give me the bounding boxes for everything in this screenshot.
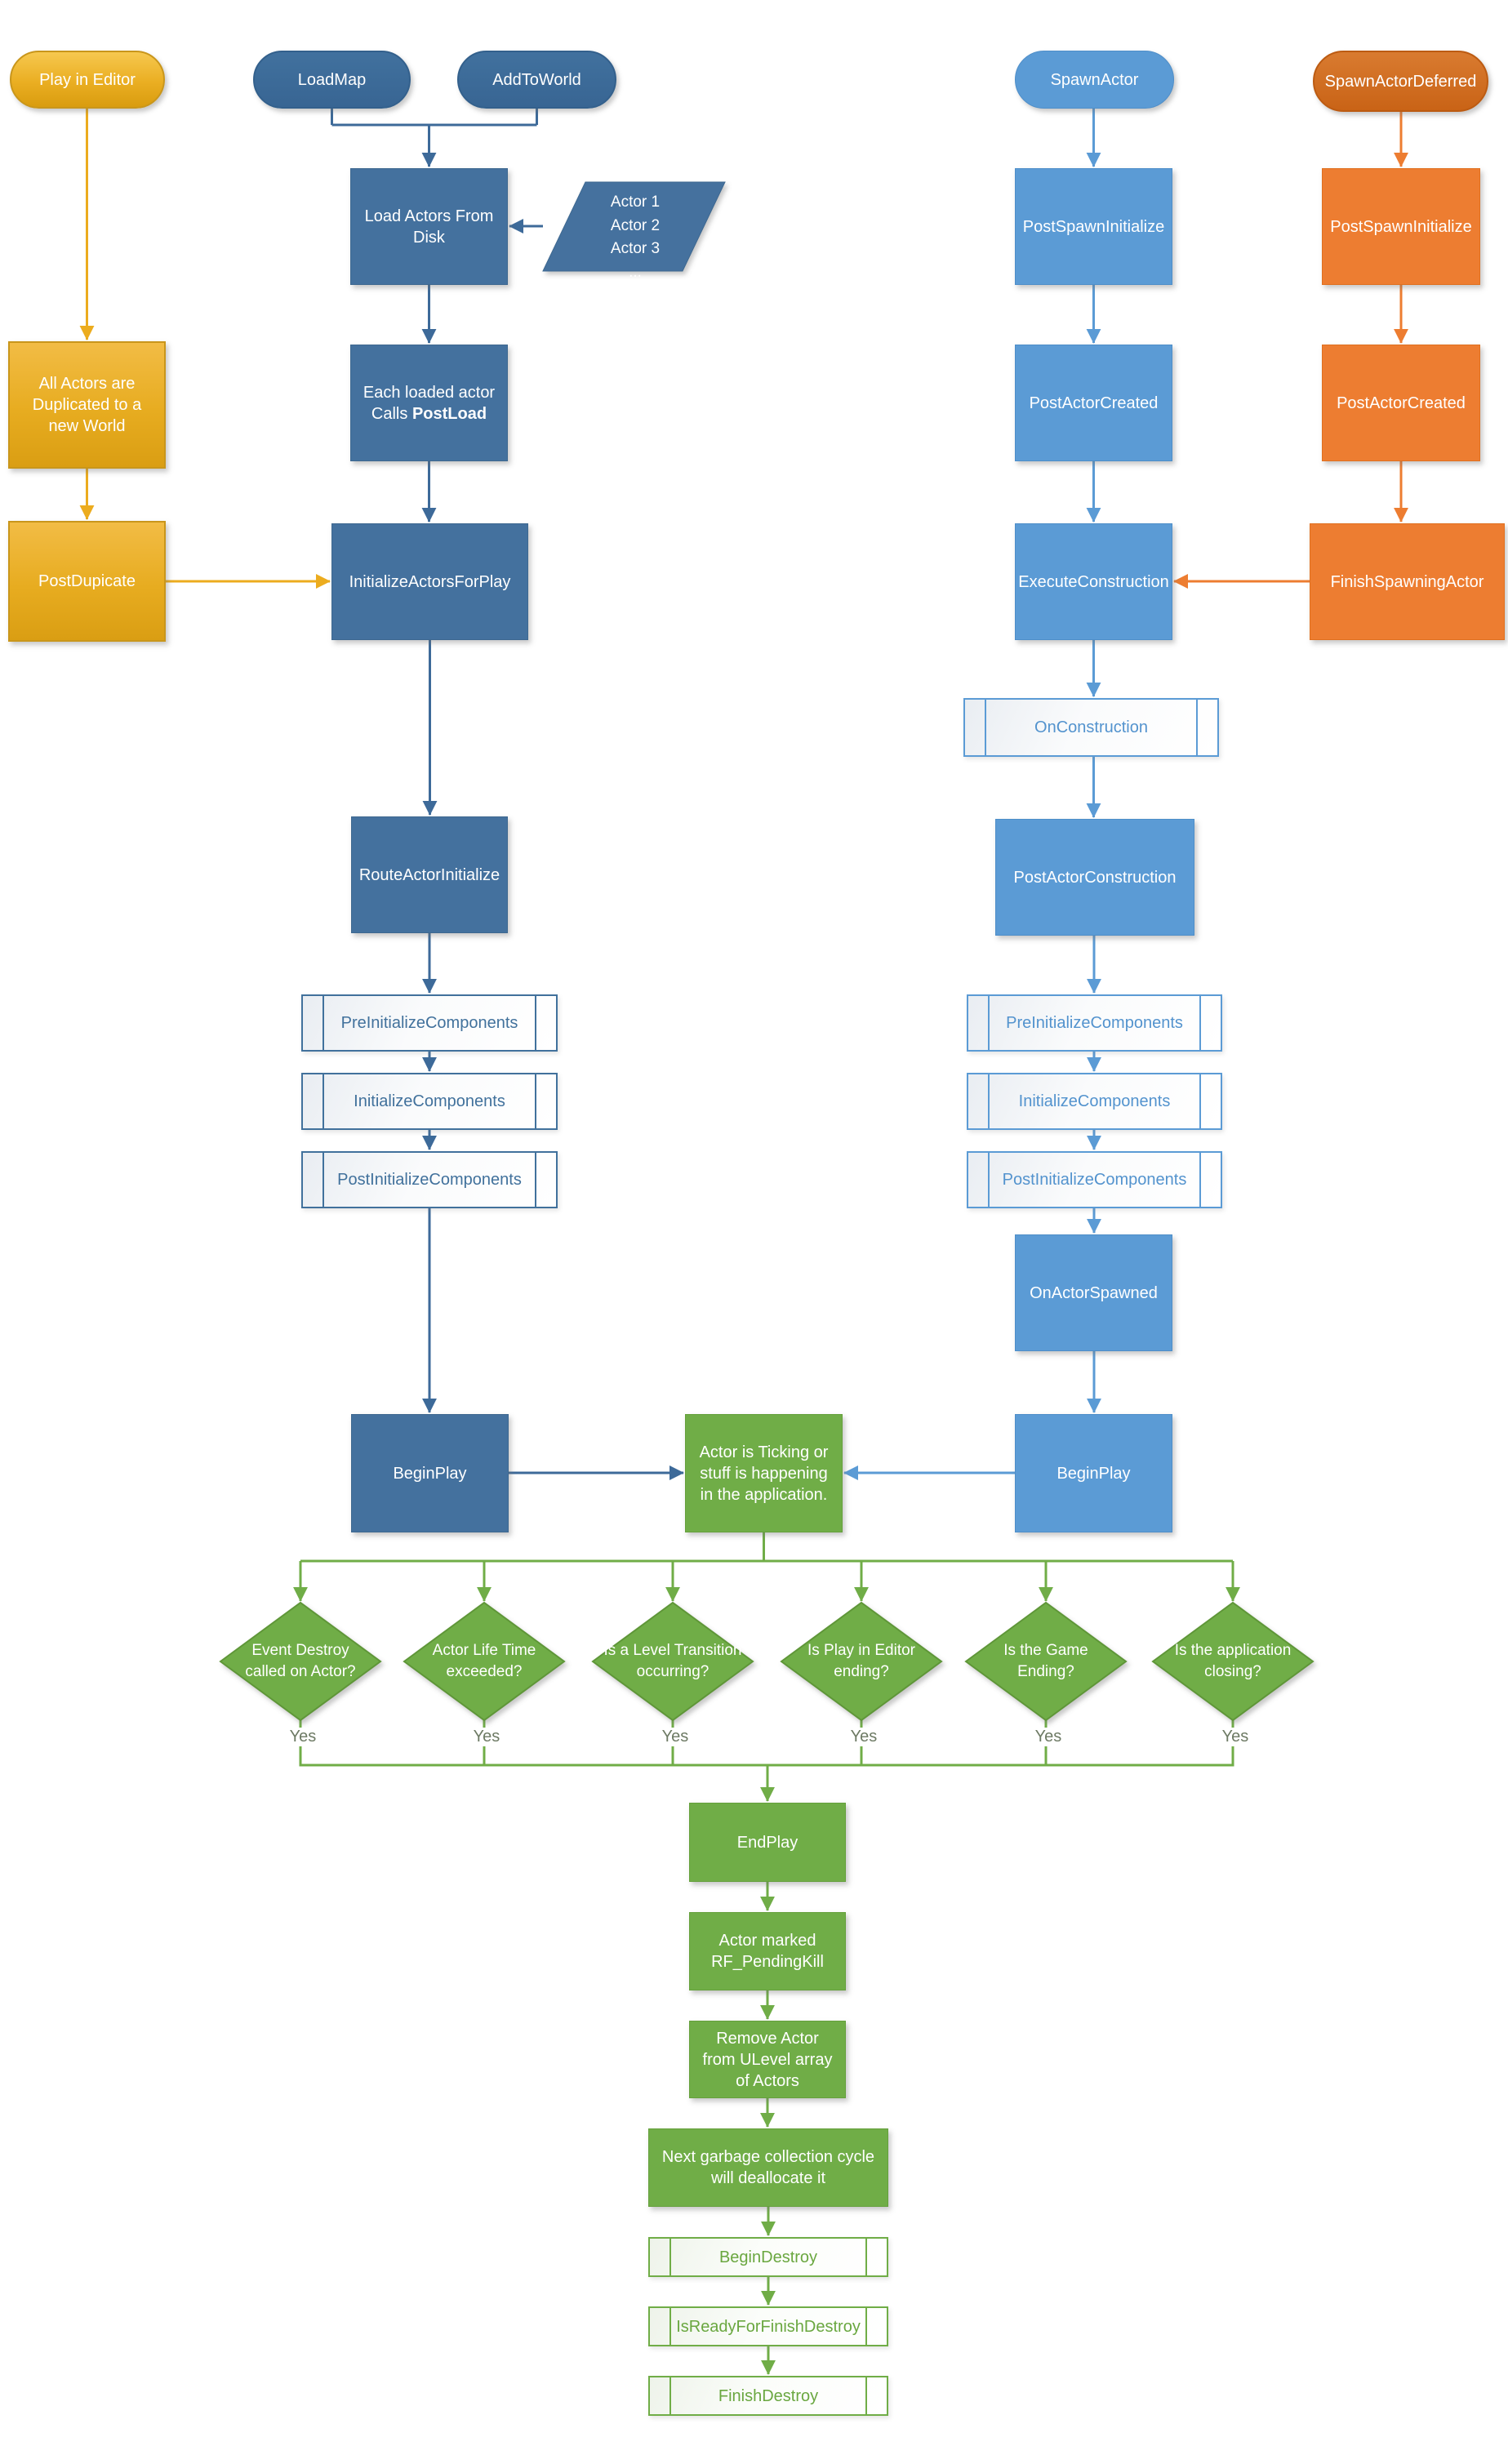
yes-label-1: Yes <box>279 1728 327 1746</box>
node-begin-play-left: BeginPlay <box>351 1414 509 1532</box>
decision-play-in-editor-ending: Is Play in Editor ending? <box>807 1642 915 1680</box>
yes-label-4: Yes <box>840 1728 887 1746</box>
decision-level-transition-shape <box>591 1601 754 1722</box>
node-is-ready-for-finish-destroy: IsReadyForFinishDestroy <box>648 2306 888 2346</box>
yes-label-2: Yes <box>463 1728 510 1746</box>
decision-application-closing: Is the application closing? <box>1174 1642 1292 1680</box>
node-post-dupicate: PostDupicate <box>8 521 166 642</box>
decision-event-destroy: Event Destroy called on Actor? <box>245 1642 356 1680</box>
actor-list-text: Actor 1 Actor 2 Actor 3 ... <box>610 193 661 281</box>
decision-pie-ending-shape <box>780 1601 943 1722</box>
node-remove-actor-from-ulevel: Remove Actor from ULevel array of Actors <box>689 2021 846 2098</box>
decision-game-ending: Is the Game Ending? <box>1003 1642 1088 1680</box>
node-all-actors-duplicated: All Actors are Duplicated to a new World <box>8 341 166 469</box>
node-initialize-components-left: InitializeComponents <box>301 1073 558 1130</box>
decision-life-time-exceeded: Actor Life Time exceeded? <box>432 1642 536 1680</box>
node-actor-is-ticking: Actor is Ticking or stuff is happening i… <box>685 1414 843 1532</box>
node-post-actor-created-blue: PostActorCreated <box>1015 345 1172 461</box>
decision-app-closing-shape <box>1151 1601 1314 1722</box>
decision-event-destroy-shape <box>219 1601 382 1722</box>
node-post-actor-construction: PostActorConstruction <box>995 819 1194 936</box>
node-on-construction: OnConstruction <box>963 698 1219 757</box>
node-pre-initialize-components-right: PreInitializeComponents <box>967 994 1222 1052</box>
decision-level-transition: Is a Level Transition occurring? <box>603 1642 742 1680</box>
yes-label-3: Yes <box>652 1728 699 1746</box>
node-begin-destroy: BeginDestroy <box>648 2237 888 2277</box>
node-load-actors-from-disk: Load Actors From Disk <box>350 168 508 285</box>
node-load-map: LoadMap <box>253 51 411 109</box>
node-post-spawn-initialize-orange: PostSpawnInitialize <box>1322 168 1480 285</box>
decision-game-ending-shape <box>964 1601 1128 1722</box>
node-post-actor-created-orange: PostActorCreated <box>1322 345 1480 461</box>
node-initialize-components-right: InitializeComponents <box>967 1073 1222 1130</box>
node-initialize-actors-for-play: InitializeActorsForPlay <box>331 523 528 640</box>
node-each-loaded-actor-postload: Each loaded actor Calls PostLoad <box>350 345 508 461</box>
node-post-initialize-components-left: PostInitializeComponents <box>301 1151 558 1208</box>
node-actor-marked-pending-kill: Actor marked RF_PendingKill <box>689 1912 846 1990</box>
node-post-initialize-components-right: PostInitializeComponents <box>967 1151 1222 1208</box>
node-on-actor-spawned: OnActorSpawned <box>1015 1234 1172 1351</box>
node-garbage-collection: Next garbage collection cycle will deall… <box>648 2128 888 2207</box>
node-finish-spawning-actor: FinishSpawningActor <box>1310 523 1505 640</box>
node-finish-destroy: FinishDestroy <box>648 2376 888 2416</box>
node-pre-initialize-components-left: PreInitializeComponents <box>301 994 558 1052</box>
decision-life-time-shape <box>403 1601 566 1722</box>
node-play-in-editor: Play in Editor <box>10 51 165 109</box>
yes-label-6: Yes <box>1212 1728 1259 1746</box>
node-begin-play-right: BeginPlay <box>1015 1414 1172 1532</box>
node-post-spawn-initialize-blue: PostSpawnInitialize <box>1015 168 1172 285</box>
node-add-to-world: AddToWorld <box>457 51 616 109</box>
node-spawn-actor: SpawnActor <box>1015 51 1174 109</box>
node-execute-construction: ExecuteConstruction <box>1015 523 1172 640</box>
yes-label-5: Yes <box>1025 1728 1072 1746</box>
node-spawn-actor-deferred: SpawnActorDeferred <box>1313 51 1488 112</box>
node-route-actor-initialize: RouteActorInitialize <box>351 816 508 933</box>
actor-list-parallelogram <box>542 181 726 272</box>
node-end-play: EndPlay <box>689 1803 846 1882</box>
